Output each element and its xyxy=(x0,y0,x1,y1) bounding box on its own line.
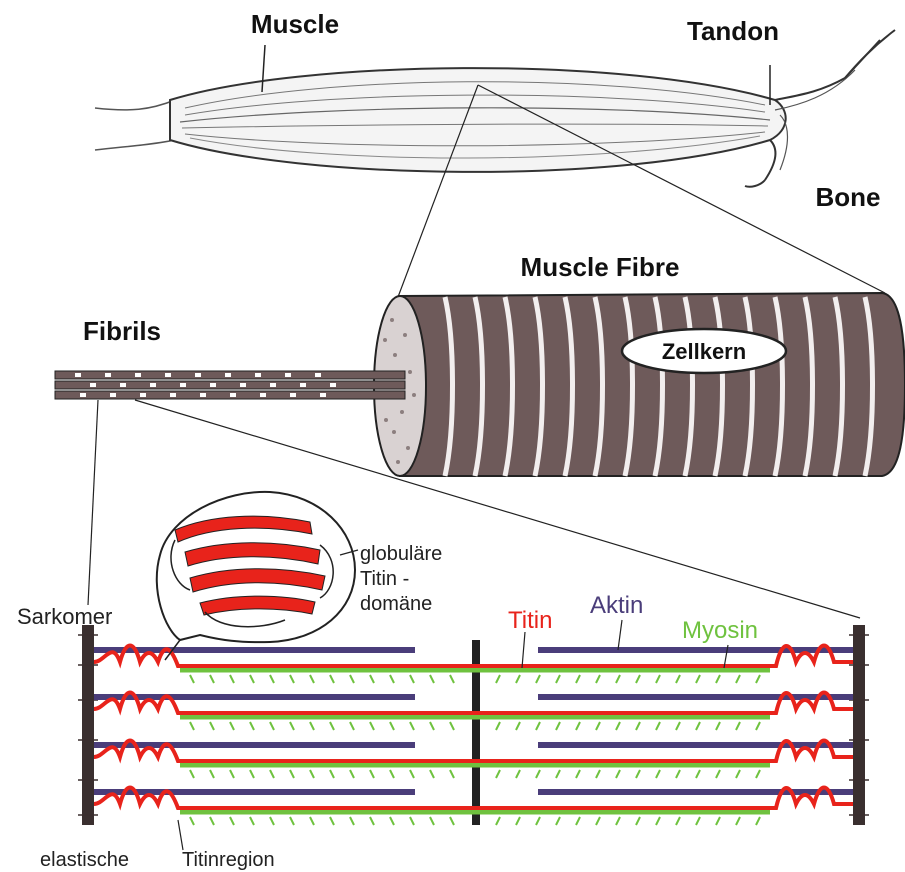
sarcomere xyxy=(78,620,869,850)
z-disc-left xyxy=(82,625,94,825)
muscle-fibre xyxy=(374,293,905,476)
label-muscle: Muscle xyxy=(251,9,339,39)
label-myosin: Myosin xyxy=(682,617,758,644)
label-globular-1: globuläre xyxy=(360,543,442,565)
label-muscle-fibre: Muscle Fibre xyxy=(521,252,680,282)
label-globular-2: Titin - xyxy=(360,568,409,590)
label-tendon: Tandon xyxy=(687,16,779,46)
zoom-line xyxy=(88,400,98,605)
label-titin: Titin xyxy=(508,607,552,634)
titin-domain-inset xyxy=(157,492,358,660)
label-sarcomere: Sarkomer xyxy=(17,604,112,629)
fibrils xyxy=(55,371,405,399)
whole-muscle xyxy=(95,30,895,187)
label-fibrils: Fibrils xyxy=(83,316,161,346)
label-elastic-2: Titinregion xyxy=(182,849,275,871)
label-bone: Bone xyxy=(816,182,881,212)
label-nucleus: Zellkern xyxy=(662,339,746,364)
label-elastic-1: elastische xyxy=(40,849,129,871)
label-actin: Aktin xyxy=(590,592,643,619)
label-globular-3: domäne xyxy=(360,593,432,615)
z-disc-right xyxy=(853,625,865,825)
